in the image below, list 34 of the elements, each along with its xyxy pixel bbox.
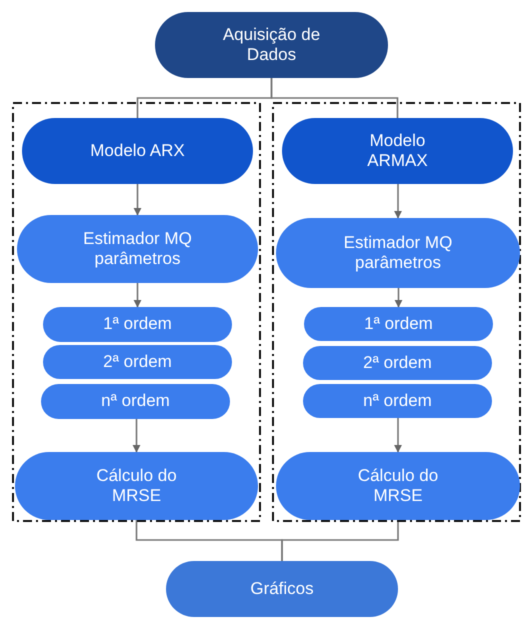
node-label: nª ordem [363, 390, 432, 412]
node-label: Modelo ARMAX [366, 130, 429, 172]
arrow [394, 288, 402, 308]
process-pill [17, 215, 258, 283]
arrow [132, 419, 140, 453]
arrow [134, 184, 142, 216]
process-pill [303, 346, 492, 380]
process-pill [276, 218, 520, 288]
node-label: Modelo ARX [90, 140, 185, 162]
node-label: 1ª ordem [103, 314, 172, 335]
dashed-group-frame [272, 102, 521, 522]
process-pill [304, 307, 493, 341]
process-pill [41, 384, 230, 419]
node-label: 2ª ordem [363, 352, 432, 374]
node-label: Estimador MQ parâmetros [342, 232, 454, 274]
node-label: Aquisição de Dados [222, 24, 322, 66]
node-label: 1ª ordem [364, 314, 433, 334]
connector-line [270, 78, 398, 118]
node-label: Gráficos [250, 578, 314, 600]
node-label: nª ordem [101, 391, 170, 412]
arrow [394, 418, 402, 453]
dashed-group-frame [12, 102, 261, 522]
arrow [134, 283, 142, 308]
node-label: 2ª ordem [103, 352, 172, 372]
process-pill [43, 307, 232, 342]
process-pill [276, 452, 520, 520]
process-pill [15, 452, 258, 520]
arrow [394, 184, 402, 219]
process-pill [43, 345, 232, 379]
node-label: Estimador MQ parâmetros [82, 228, 193, 270]
process-pill [303, 384, 492, 418]
connector-line [281, 520, 399, 561]
node-label: Cálculo do MRSE [356, 466, 440, 506]
node-label: Cálculo do MRSE [95, 466, 178, 506]
